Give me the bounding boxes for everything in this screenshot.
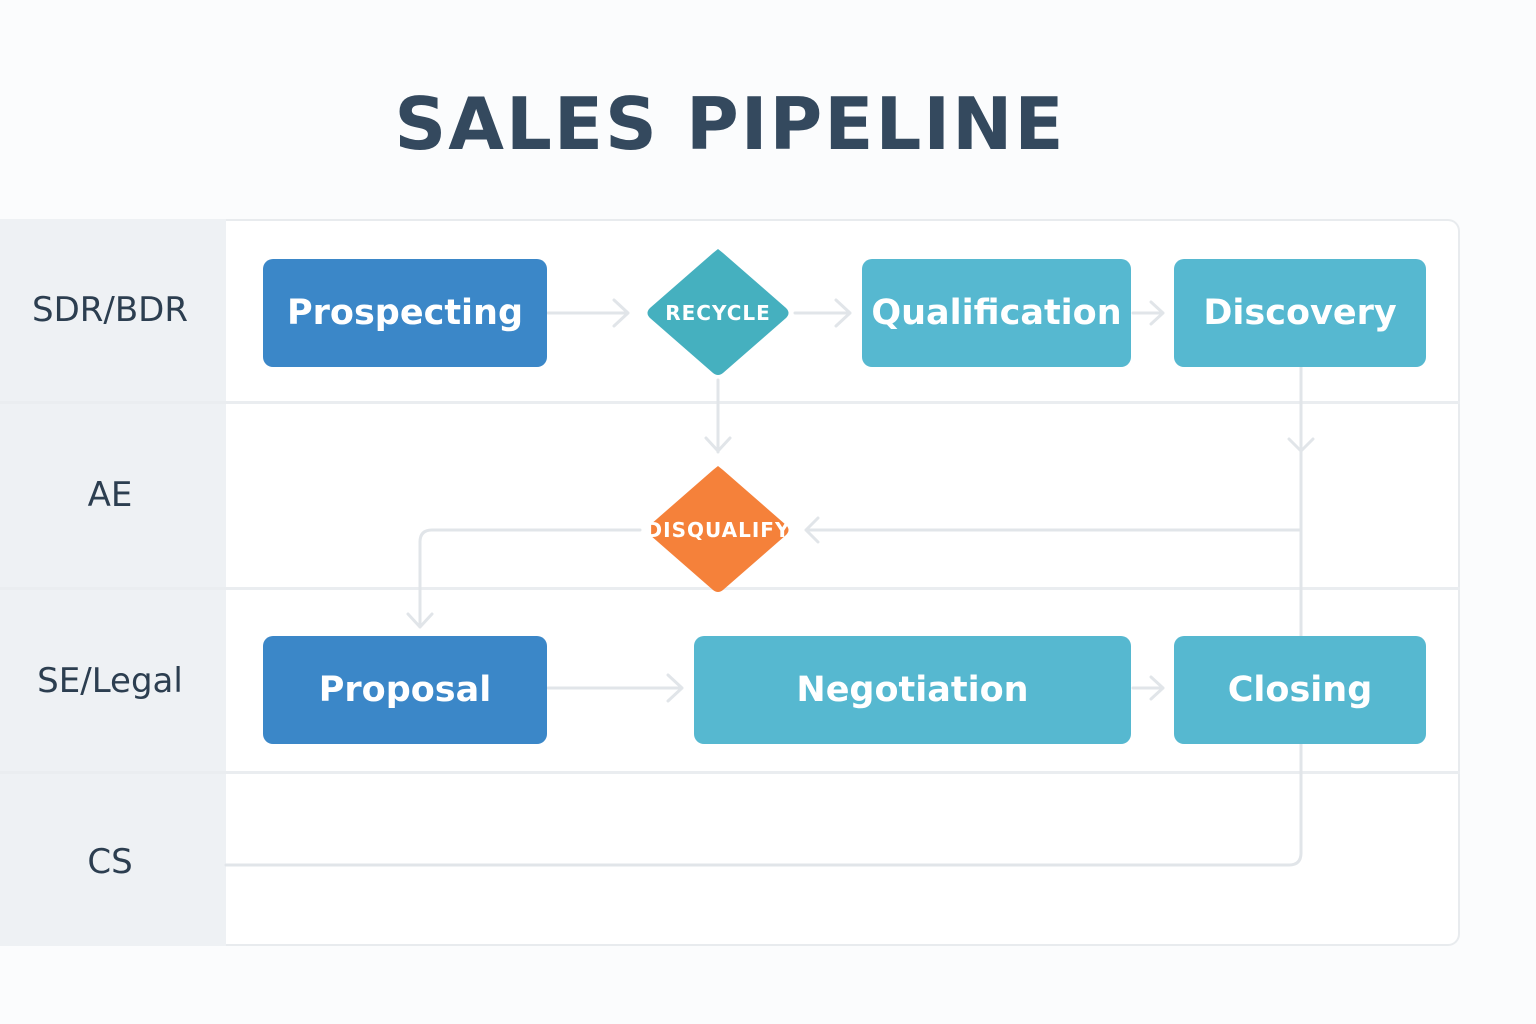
connector-recycle-disqualify xyxy=(704,378,732,454)
decision-label: DISQUALIFY xyxy=(645,518,791,542)
lane-divider xyxy=(0,771,1460,774)
diamond-shape xyxy=(647,466,789,592)
stage-label: Discovery xyxy=(1203,293,1397,333)
decision-disqualify[interactable]: DISQUALIFY xyxy=(643,462,793,598)
lane-label-sdr-bdr: SDR/BDR xyxy=(32,290,188,330)
lane-divider xyxy=(0,401,1460,404)
connector-discovery-down xyxy=(224,365,1315,867)
stage-label: Negotiation xyxy=(796,670,1029,710)
stage-label: Proposal xyxy=(318,670,492,710)
lane-divider xyxy=(0,587,1460,590)
decision-recycle[interactable]: RECYCLE xyxy=(643,245,793,381)
stage-label: Prospecting xyxy=(286,293,524,333)
stage-discovery[interactable]: Discovery xyxy=(1174,259,1426,367)
lane-label-se-legal: SE/Legal xyxy=(37,661,183,701)
connector-proposal-negotiation xyxy=(546,673,684,703)
page-title: SALES PIPELINE xyxy=(394,82,1066,166)
stage-qualification[interactable]: Qualification xyxy=(862,259,1131,367)
connector-qualification-discovery xyxy=(1131,300,1165,326)
diamond-shape xyxy=(647,249,789,375)
stage-negotiation[interactable]: Negotiation xyxy=(694,636,1131,744)
connector-prospecting-recycle xyxy=(546,298,630,328)
stage-label: Qualification xyxy=(871,293,1122,333)
lane-label-ae: AE xyxy=(87,475,133,515)
connector-discovery-disqualify xyxy=(804,516,1303,544)
stage-proposal[interactable]: Proposal xyxy=(263,636,547,744)
lane-label-column xyxy=(0,219,226,946)
stage-closing[interactable]: Closing xyxy=(1174,636,1426,744)
stage-label: Closing xyxy=(1227,670,1373,710)
stage-prospecting[interactable]: Prospecting xyxy=(263,259,547,367)
connector-recycle-qualification xyxy=(793,298,852,328)
connector-disqualify-proposal xyxy=(406,528,642,629)
connector-negotiation-closing xyxy=(1131,675,1165,701)
decision-label: RECYCLE xyxy=(665,301,771,325)
lane-label-cs: CS xyxy=(87,842,133,882)
